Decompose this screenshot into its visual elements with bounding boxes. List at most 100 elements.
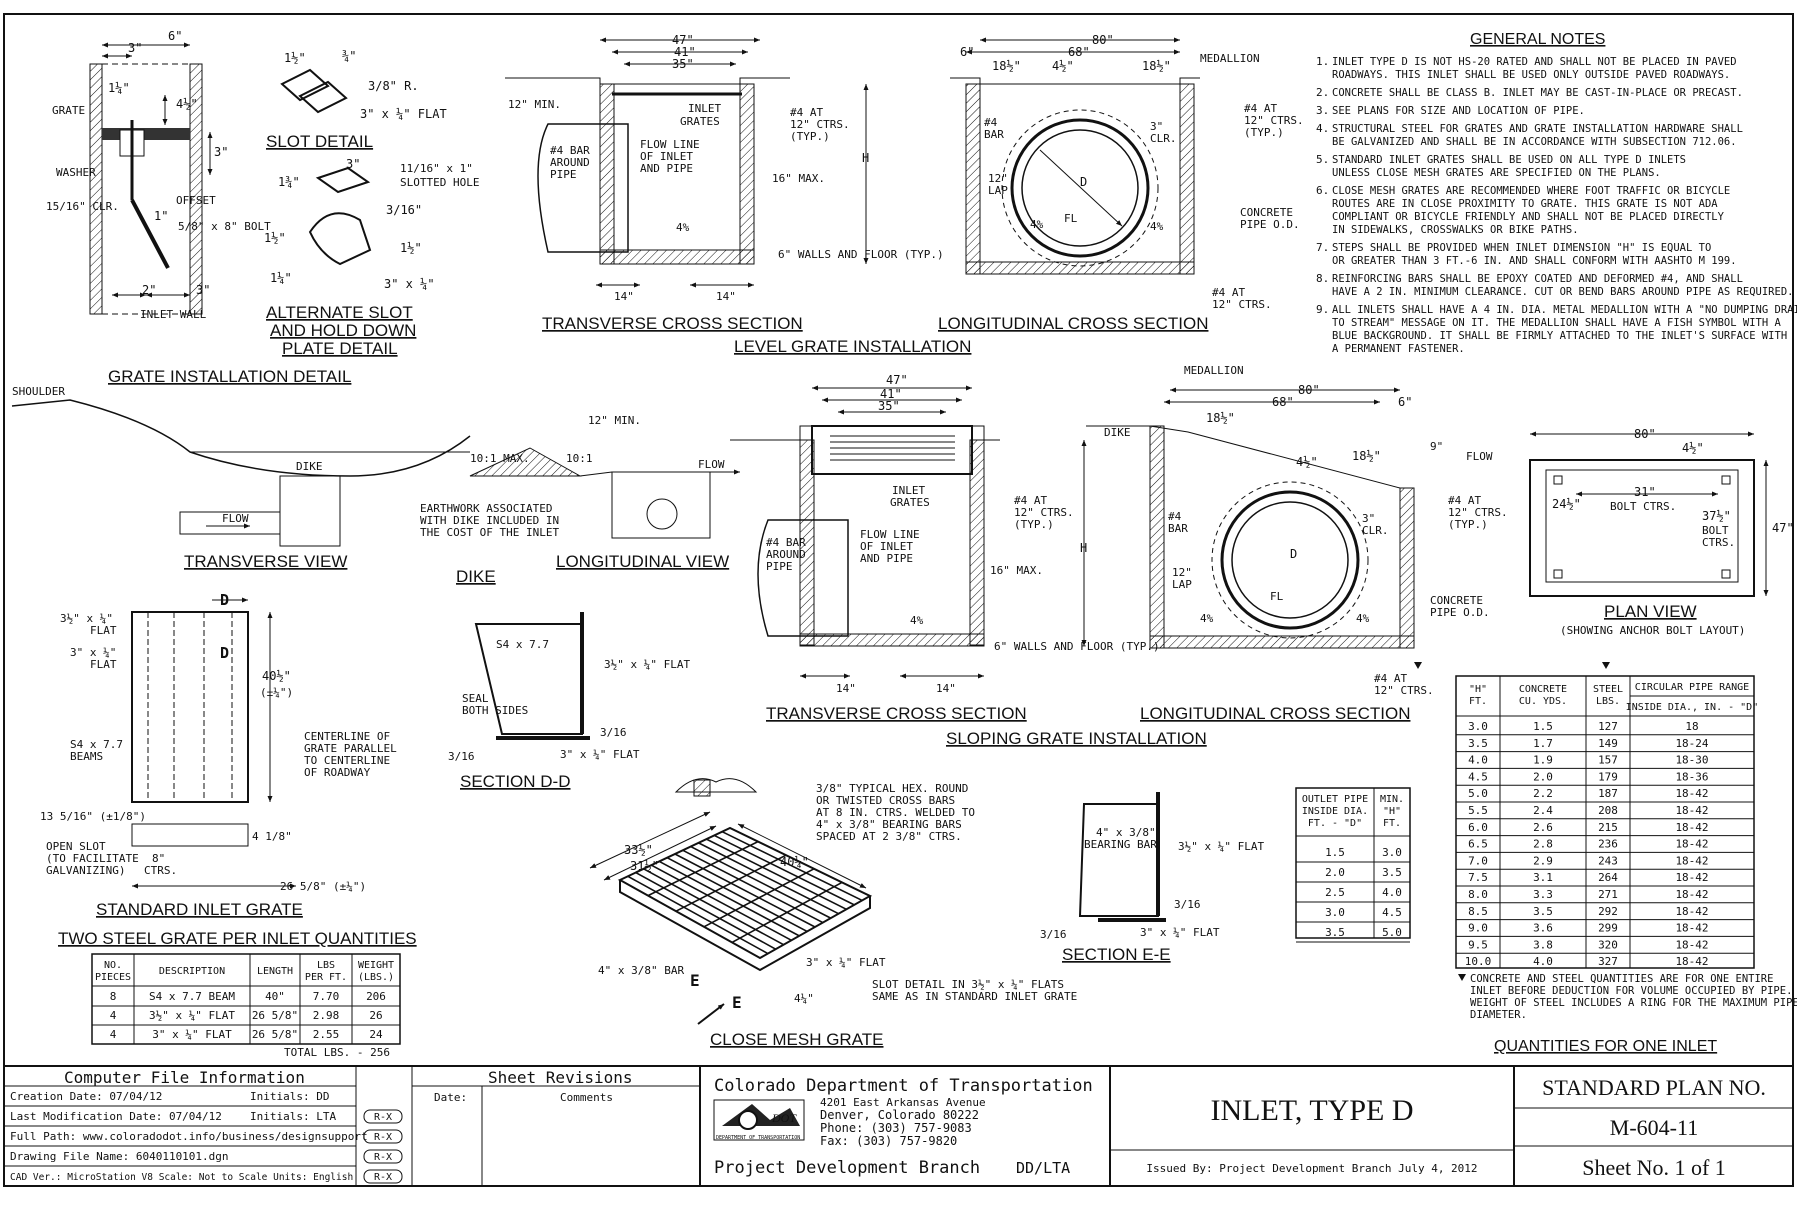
- lt-dim-47: 47": [672, 33, 694, 47]
- steel-cell: 3" x ¼" FLAT: [152, 1028, 232, 1041]
- label-grate: GRATE: [52, 104, 85, 117]
- quantities-footnote: WEIGHT OF STEEL INCLUDES A RING FOR THE …: [1470, 997, 1797, 1009]
- quantities-cell: 3.5: [1468, 737, 1488, 750]
- slot-dim-2: ¾": [342, 49, 356, 63]
- quantities-cell: 2.2: [1533, 787, 1553, 800]
- quantities-cell: 18-42: [1675, 871, 1708, 884]
- label-12min: 12" MIN.: [588, 414, 641, 427]
- outlet-header: "H": [1383, 806, 1401, 817]
- steel-cell: 40": [265, 990, 285, 1003]
- sl-label-4: #4: [1168, 510, 1182, 523]
- slot-detail: 1½" ¾" 3/8" R. 3" x ¼" FLAT SLOT DETAIL: [266, 49, 447, 151]
- cm-dim-e1: E: [690, 971, 700, 990]
- outlet-header: FT. - "D": [1308, 818, 1362, 829]
- lt-dim-41: 41": [674, 45, 696, 59]
- revision-marker: R-X: [374, 1152, 392, 1163]
- sl-label-ctrs: 12" CTRS.: [1448, 506, 1508, 519]
- quantities-cell: 208: [1598, 804, 1618, 817]
- ll-label-ctrs-b: 12" CTRS.: [1212, 298, 1272, 311]
- note-line: ALL INLETS SHALL HAVE A 4 IN. DIA. METAL…: [1332, 304, 1797, 316]
- note-line: ROADWAYS. THIS INLET SHALL BE USED ONLY …: [1332, 69, 1730, 81]
- logo-caption: DEPARTMENT OF TRANSPORTATION: [716, 1135, 800, 1141]
- sdd-label-0: S4 x 7.7: [496, 638, 549, 651]
- quantities-cell: 18-42: [1675, 888, 1708, 901]
- note-line: STEPS SHALL BE PROVIDED WHEN INLET DIMEN…: [1332, 242, 1711, 254]
- sl-dim-4-5: 4½": [1296, 455, 1318, 469]
- section-ee-title: SECTION E-E: [1062, 945, 1171, 964]
- quantities-header: CU. YDS.: [1519, 696, 1567, 707]
- quantities-cell: 5.0: [1468, 787, 1488, 800]
- sg-label-10: TO CENTERLINE: [304, 754, 390, 767]
- close-mesh-grate: 3/8" TYPICAL HEX. ROUND OR TWISTED CROSS…: [590, 779, 1077, 1049]
- note-number: 4.: [1316, 122, 1329, 135]
- section-dd-title: SECTION D-D: [460, 772, 571, 791]
- ll-dim-4pa: 4%: [1030, 218, 1044, 231]
- quantities-cell: 243: [1598, 854, 1618, 867]
- note-line: COMPLIANT OR BICYCLE FRIENDLY AND SHALL …: [1332, 211, 1725, 223]
- level-installation-title: LEVEL GRATE INSTALLATION: [734, 337, 971, 356]
- sl-label-flow: FLOW: [1466, 450, 1493, 463]
- sg-label-0: 3½" x ¼": [60, 612, 113, 625]
- label-flow-a: FLOW: [222, 512, 249, 525]
- cm-dim-2: 40¼": [780, 855, 809, 869]
- outlet-header: OUTLET PIPE: [1302, 794, 1368, 805]
- alt-dim-1: 11/16" x 1": [400, 162, 473, 175]
- sl-label-medallion: MEDALLION: [1184, 364, 1244, 377]
- sg-label-6: 40½": [262, 669, 291, 683]
- grate-installation-detail: 6" 3" 1¼" 4½" 3" 1" 2" 3" GRATE WASHER 1…: [46, 29, 351, 386]
- sg-label-17: 8": [152, 852, 165, 865]
- cfi-initials: Initials: DD: [250, 1090, 329, 1103]
- quantities-footnote: INLET BEFORE DEDUCTION FOR VOLUME OCCUPI…: [1470, 985, 1792, 997]
- quantities-header: FT.: [1469, 696, 1487, 707]
- ll-dim-68: 68": [1068, 45, 1090, 59]
- ll-label-clr: CLR.: [1150, 132, 1177, 145]
- sg-label-14: OPEN SLOT: [46, 840, 106, 853]
- quantities-cell: 149: [1598, 737, 1618, 750]
- sl-dim-18b: 18½": [1352, 449, 1381, 463]
- sl-label-fl: FL: [1270, 590, 1284, 603]
- quantities-cell: 18-42: [1675, 821, 1708, 834]
- note-line: INLET TYPE D IS NOT HS-20 RATED AND SHAL…: [1332, 56, 1737, 68]
- pv-dim-boltctrs: BOLT CTRS.: [1610, 500, 1676, 513]
- dike-title: DIKE: [456, 567, 496, 586]
- st-dim-14a: 14": [836, 682, 856, 695]
- pv-dim-ctrs: CTRS.: [1702, 536, 1735, 549]
- outlet-cell: 5.0: [1382, 926, 1402, 939]
- st-dim-16max: 16" MAX.: [990, 564, 1043, 577]
- lt-label-ofinlet: OF INLET: [640, 150, 693, 163]
- slot-detail-title: SLOT DETAIL: [266, 132, 373, 151]
- ll-label-bar: BAR: [984, 128, 1004, 141]
- initials: DD/LTA: [1016, 1159, 1070, 1177]
- sg-label-8: CENTERLINE OF: [304, 730, 390, 743]
- steel-cell: 2.98: [313, 1009, 340, 1022]
- alt-dim-2: SLOTTED HOLE: [400, 176, 479, 189]
- quantities-cell: 299: [1598, 922, 1618, 935]
- alt-slot-title-2: AND HOLD DOWN: [270, 321, 416, 340]
- general-notes-title: GENERAL NOTES: [1470, 31, 1605, 48]
- quantities-cell: 18-42: [1675, 854, 1708, 867]
- alt-dim-3: 1¾": [278, 175, 300, 189]
- sl-label-12: 12": [1172, 566, 1192, 579]
- pv-dim-bolt: BOLT: [1702, 524, 1729, 537]
- note-number: 6.: [1316, 184, 1329, 197]
- sloping-installation-title: SLOPING GRATE INSTALLATION: [946, 729, 1207, 748]
- alt-dim-4: 3/16": [386, 203, 422, 217]
- note-line: CONCRETE SHALL BE CLASS B. INLET MAY BE …: [1332, 87, 1743, 99]
- quantities-cell: 3.6: [1533, 922, 1553, 935]
- address-2: Phone: (303) 757-9083: [820, 1121, 972, 1135]
- level-longitudinal-title: LONGITUDINAL CROSS SECTION: [938, 314, 1208, 333]
- steel-cell: 4: [110, 1009, 117, 1022]
- lt-label-pipe: PIPE: [550, 168, 577, 181]
- ll-dim-4pb: 4%: [1150, 220, 1164, 233]
- sloping-transverse-title: TRANSVERSE CROSS SECTION: [766, 704, 1027, 723]
- sg-label-d1: D: [220, 591, 229, 609]
- note-line: CLOSE MESH GRATES ARE RECOMMENDED WHERE …: [1332, 185, 1730, 197]
- see-label-2: 3½" x ¼" FLAT: [1178, 840, 1264, 853]
- lt-label-flowline: FLOW LINE: [640, 138, 700, 151]
- quantities-cell: 1.7: [1533, 737, 1553, 750]
- label-flow-b: FLOW: [698, 458, 725, 471]
- dike-slope-b: 10:1: [566, 452, 593, 465]
- alt-slot-title-1: ALTERNATE SLOT: [266, 303, 413, 322]
- cdot-name: Colorado Department of Transportation: [714, 1076, 1093, 1096]
- sg-label-19: 26 5/8" (±¼"): [280, 880, 366, 893]
